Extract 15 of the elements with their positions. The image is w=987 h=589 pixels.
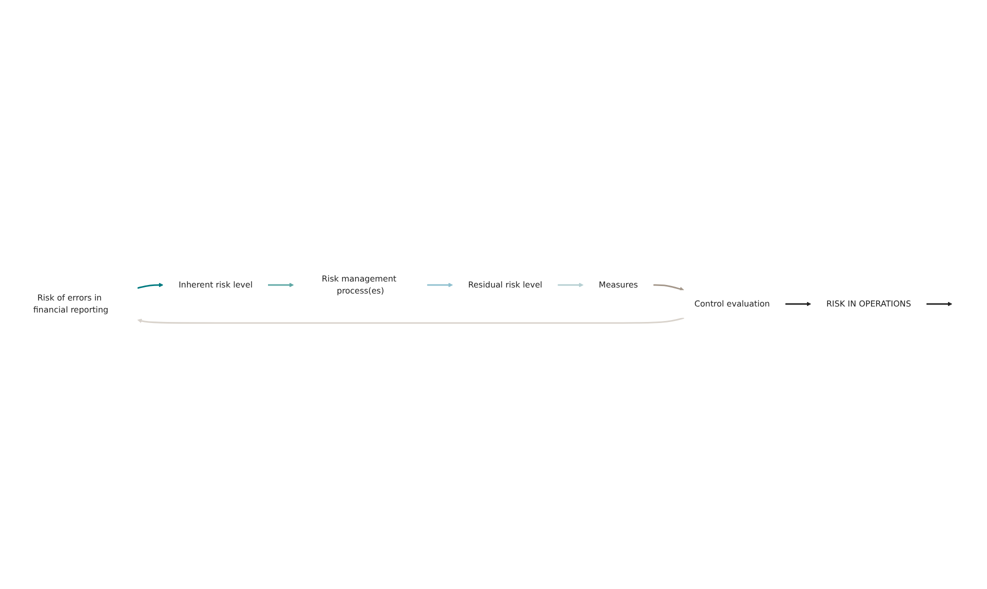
node-text: Inherent risk level <box>178 280 253 290</box>
node-text: Control evaluation <box>694 298 770 309</box>
node-text: Residual risk level <box>468 280 542 290</box>
node-text: Risk management process(es) <box>322 274 396 296</box>
arrow <box>268 282 294 288</box>
node-text: Measures <box>598 280 638 290</box>
arrow <box>427 282 453 288</box>
arrow <box>653 284 684 292</box>
arrow <box>137 282 164 289</box>
arrow <box>137 317 684 324</box>
node-text: Risk of errors in financial reporting <box>33 292 108 315</box>
arrow <box>558 282 584 288</box>
arrow <box>785 302 812 306</box>
arrow <box>926 302 952 306</box>
node-text: RISK IN OPERATIONS <box>826 298 912 309</box>
